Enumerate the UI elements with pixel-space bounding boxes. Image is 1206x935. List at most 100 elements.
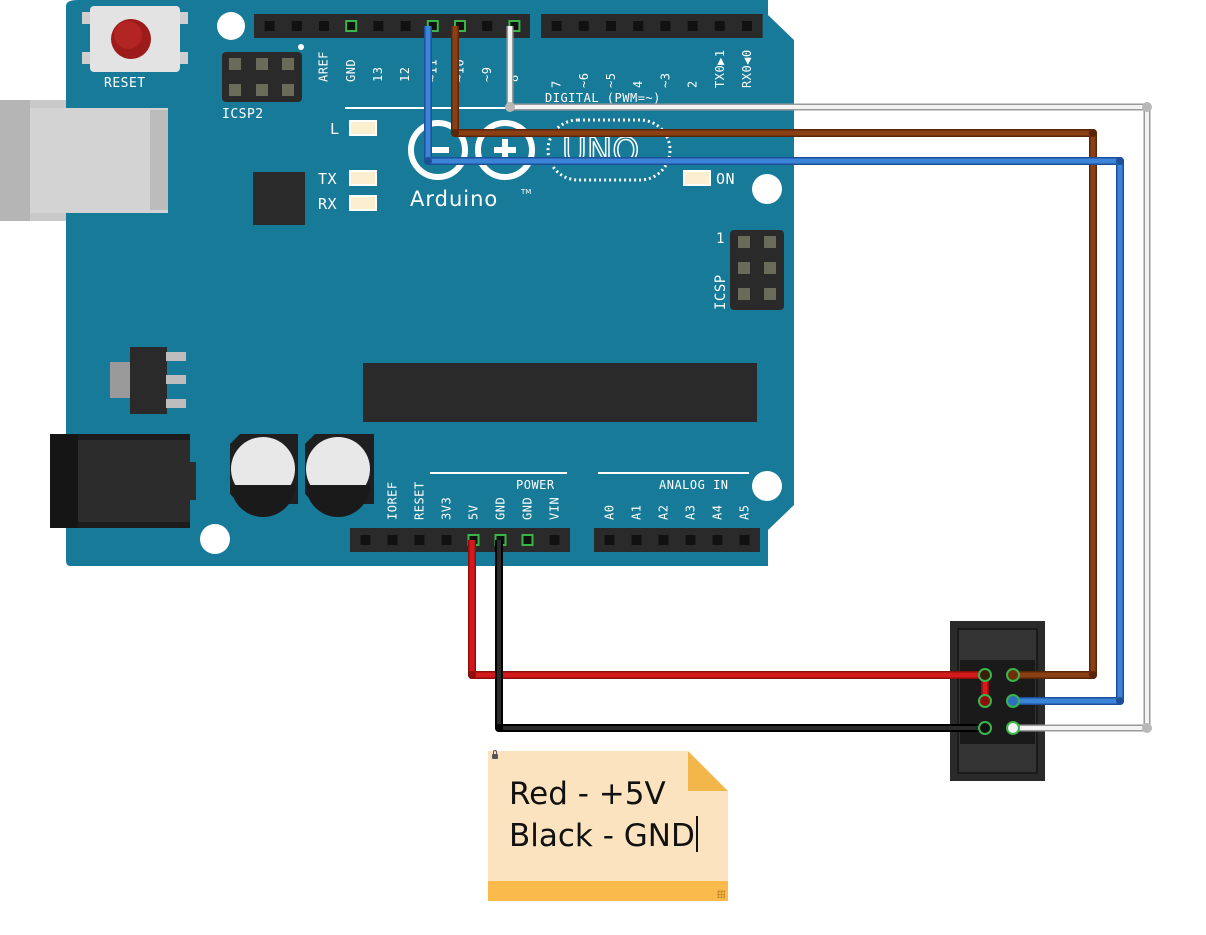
digital-left-pin-label: AREF	[317, 51, 331, 82]
capacitor	[305, 434, 374, 517]
icsp2-header	[222, 44, 304, 102]
digital-right-pin-label: 7	[550, 80, 564, 88]
digital-left-pin-label: 12	[398, 67, 412, 82]
power-pin-label: GND	[494, 497, 508, 520]
header-pin[interactable]	[687, 21, 698, 31]
power-pin-label: GND	[521, 497, 535, 520]
header-pin[interactable]	[264, 21, 275, 31]
digital-left-pin-label: GND	[344, 59, 358, 82]
microcontroller-chip	[363, 363, 757, 422]
digital-left-pin-label: 8	[507, 74, 521, 82]
led-on	[683, 170, 711, 186]
led-on-label: ON	[716, 170, 735, 188]
wire-black[interactable]	[495, 540, 985, 732]
header-pin[interactable]	[712, 535, 723, 545]
note-line-red: Red - +5V	[509, 776, 666, 812]
power-pin-label: 5V	[467, 505, 481, 520]
digital-right-pin-label: TX0▶1	[713, 49, 727, 88]
led-rx-label: RX	[318, 195, 337, 213]
usb-controller-chip	[253, 172, 305, 225]
header-pin[interactable]	[482, 21, 493, 31]
digital-right-pin-label: 2	[686, 80, 700, 88]
reset-button[interactable]	[82, 6, 188, 72]
note-footer-bar	[488, 881, 728, 901]
power-pin-label: VIN	[548, 497, 562, 520]
header-pin[interactable]	[549, 535, 560, 545]
icsp-label: ICSP	[713, 274, 729, 310]
analog-header	[594, 528, 760, 552]
mounting-hole	[217, 12, 245, 40]
header-pin[interactable]	[373, 21, 384, 31]
header-pin[interactable]	[685, 535, 696, 545]
header-pin[interactable]	[739, 535, 750, 545]
header-pin[interactable]	[441, 535, 452, 545]
header-pin[interactable]	[604, 535, 615, 545]
analog-pin-label: A3	[684, 505, 698, 520]
digital-header-left	[254, 14, 530, 38]
digital-header-right	[541, 14, 763, 38]
led-l	[349, 120, 377, 136]
led-tx-label: TX	[318, 170, 337, 188]
header-pin[interactable]	[660, 21, 671, 31]
header-pin[interactable]	[633, 21, 644, 31]
header-pin[interactable]	[319, 21, 329, 31]
header-pin[interactable]	[387, 535, 398, 545]
analog-pin-label: A5	[738, 505, 752, 520]
digital-left-pin-label: 13	[371, 67, 385, 82]
digital-pin-labels-right: 7 ~6 ~5 4 ~3 2 TX0▶1 RX0◀0	[550, 49, 754, 88]
header-pin[interactable]	[414, 535, 425, 545]
header-pin[interactable]	[551, 21, 562, 31]
header-pin[interactable]	[360, 535, 371, 545]
usb-housing	[30, 108, 168, 213]
header-pin[interactable]	[521, 534, 534, 546]
brand-label: Arduino	[410, 187, 498, 211]
header-pin[interactable]	[400, 21, 411, 31]
analog-pin-label: A0	[603, 505, 617, 520]
analog-pin-label: A4	[711, 505, 725, 520]
voltage-regulator	[110, 347, 186, 414]
lock-icon	[492, 750, 498, 759]
digital-right-pin-label: ~6	[577, 73, 591, 88]
power-pin-label: 3V3	[440, 497, 454, 520]
resize-grip-icon[interactable]	[717, 890, 725, 898]
header-pin[interactable]	[714, 21, 725, 31]
digital-right-pin-label: 4	[631, 80, 645, 88]
icsp-pin1-label: 1	[716, 231, 725, 247]
digital-right-pin-label: RX0◀0	[740, 49, 754, 88]
connector-pins	[978, 668, 1020, 735]
led-tx	[349, 170, 377, 186]
header-pin[interactable]	[578, 21, 589, 31]
led-l-label: L	[330, 120, 340, 138]
icsp-header	[730, 230, 784, 310]
text-caret	[695, 816, 698, 852]
analog-label: ANALOG IN	[659, 478, 729, 492]
header-pin[interactable]	[291, 21, 302, 31]
header-pin[interactable]	[606, 21, 616, 31]
note-corner-fold	[688, 751, 728, 791]
trademark-label: TM	[520, 188, 531, 196]
mounting-hole	[200, 524, 230, 554]
header-pin[interactable]	[345, 20, 358, 32]
power-header	[350, 528, 570, 552]
digital-right-pin-label: ~3	[658, 73, 672, 88]
sticky-note[interactable]: Red - +5V Black - GND	[488, 750, 728, 901]
digital-left-pin-label: ~9	[480, 67, 494, 82]
header-pin[interactable]	[658, 535, 669, 545]
header-pin[interactable]	[631, 535, 642, 545]
analog-pin-label: A1	[630, 505, 644, 520]
power-pin-label: IOREF	[386, 481, 400, 520]
arduino-board	[66, 0, 794, 566]
icsp2-label: ICSP2	[222, 107, 264, 122]
reset-label: RESET	[104, 76, 146, 91]
header-pin[interactable]	[742, 21, 752, 31]
note-line-black: Black - GND	[509, 818, 695, 854]
wire-layer	[424, 26, 1152, 733]
capacitor	[230, 434, 298, 517]
digital-right-pin-label: ~5	[604, 73, 618, 88]
note-text[interactable]: Red - +5V Black - GND	[509, 773, 698, 857]
dc-power-jack	[50, 434, 196, 528]
